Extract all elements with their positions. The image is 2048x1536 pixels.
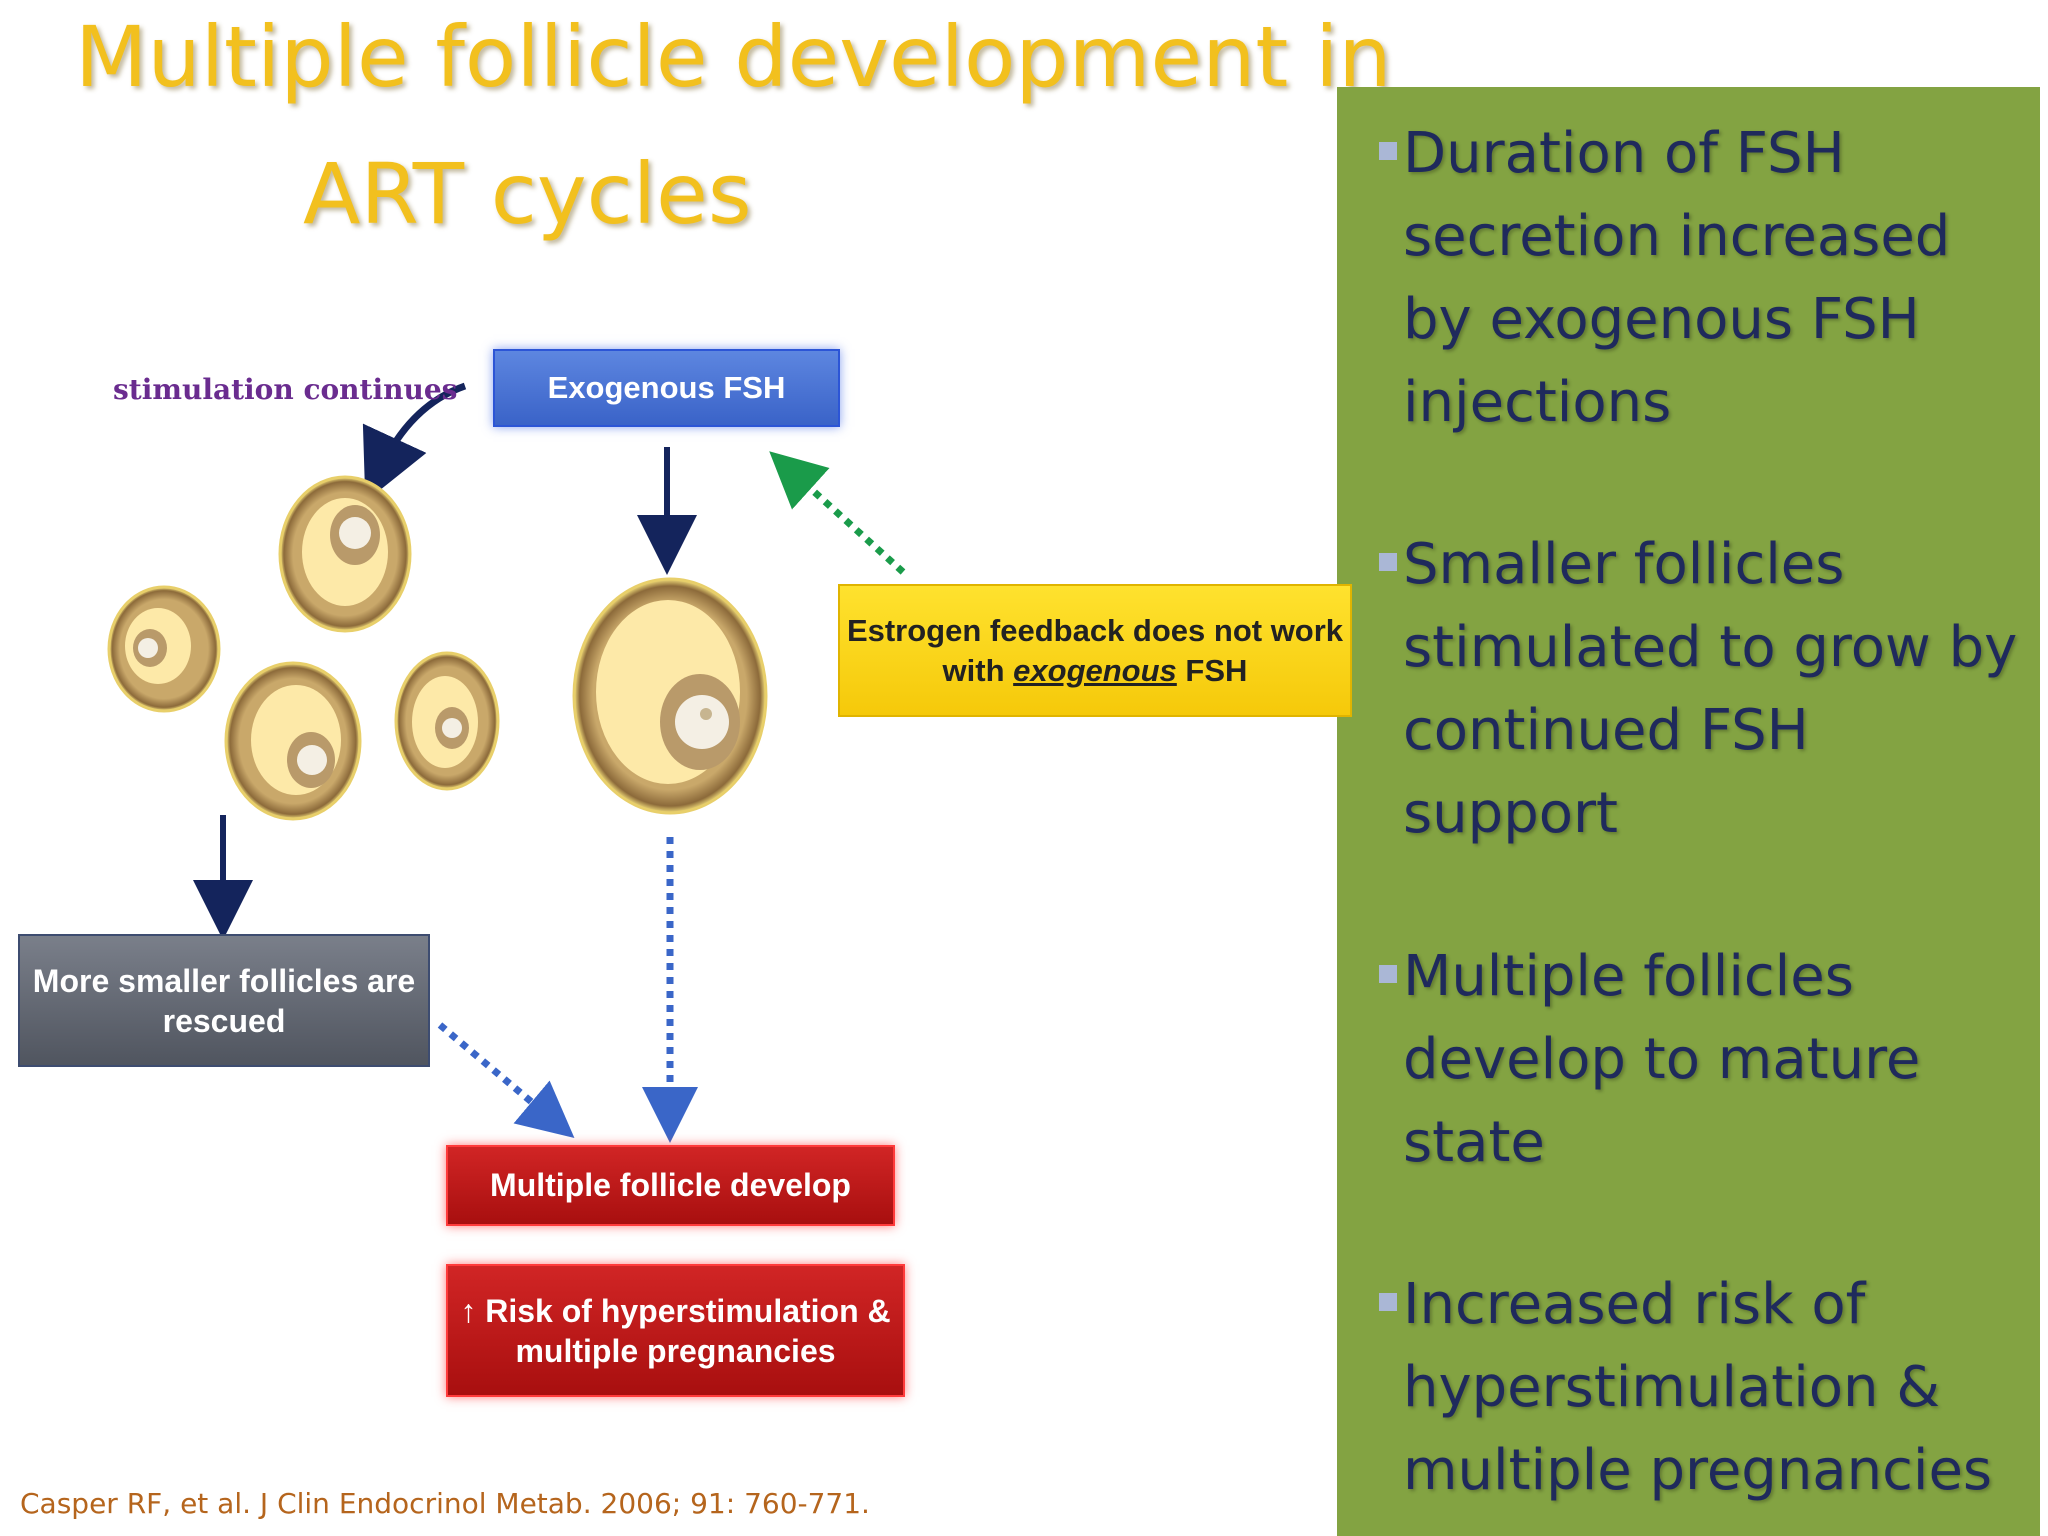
estrogen-text-emphasis: exogenous [1013,652,1177,688]
bullet-square-icon [1379,1293,1397,1311]
bullet-square-icon [1379,553,1397,571]
arrow-feedback-dotted [769,451,906,575]
estrogen-text-pre: Estrogen feedback does not work with [846,612,1344,688]
bullet-item-4: Increased risk of hyperstimulation & mul… [1379,1263,2029,1512]
bullet-item-2: Smaller follicles stimulated to grow by … [1379,523,2029,855]
citation: Casper RF, et al. J Clin Endocrinol Meta… [20,1487,870,1520]
estrogen-feedback-box: Estrogen feedback does not work with exo… [838,584,1352,717]
follicle-medium [224,661,362,821]
follicle-dominant [572,577,768,815]
curved-arrow-stimulation [362,382,467,502]
follicle-small-1 [107,585,221,713]
slide-title-line-2: ART cycles [303,145,752,243]
bullet-panel [1337,87,2040,1536]
arrow-rescued-dotted [437,1022,575,1139]
stimulation-continues-label: stimulation continues [113,373,458,406]
diagram-canvas [107,382,906,1143]
bullet-item-1: Duration of FSH secretion increased by e… [1379,112,2029,444]
estrogen-text-post: FSH [1176,652,1248,688]
slide-title-line-1: Multiple follicle development in [75,8,1392,106]
follicle-small-2 [394,651,500,791]
exogenous-fsh-box: Exogenous FSH [493,349,840,427]
bullet-square-icon [1379,965,1397,983]
smaller-follicles-rescued-box: More smaller follicles are rescued [18,934,430,1067]
bullet-square-icon [1379,142,1397,160]
multiple-follicle-develop-box: Multiple follicle develop [446,1145,895,1226]
risk-hyperstimulation-box: ↑ Risk of hyperstimulation & multiple pr… [446,1264,905,1397]
bullet-item-3: Multiple follicles develop to mature sta… [1379,935,2029,1184]
follicle-upper [278,475,412,633]
